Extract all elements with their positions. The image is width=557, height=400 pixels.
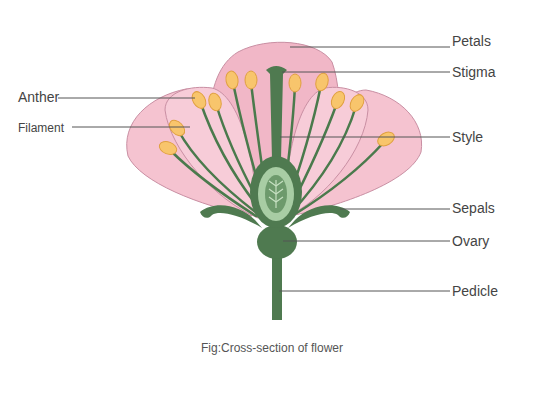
part-label: Filament: [18, 120, 64, 136]
part-label: Style: [452, 129, 483, 145]
part-label: Stigma: [452, 64, 496, 80]
part-label: Ovary: [452, 233, 489, 249]
part-label: Petals: [452, 33, 491, 49]
part-label: Sepals: [452, 200, 495, 216]
part-label: Anther: [18, 89, 59, 105]
part-label: Pedicle: [452, 283, 498, 299]
figure-caption: Fig:Cross-section of flower: [201, 341, 343, 355]
